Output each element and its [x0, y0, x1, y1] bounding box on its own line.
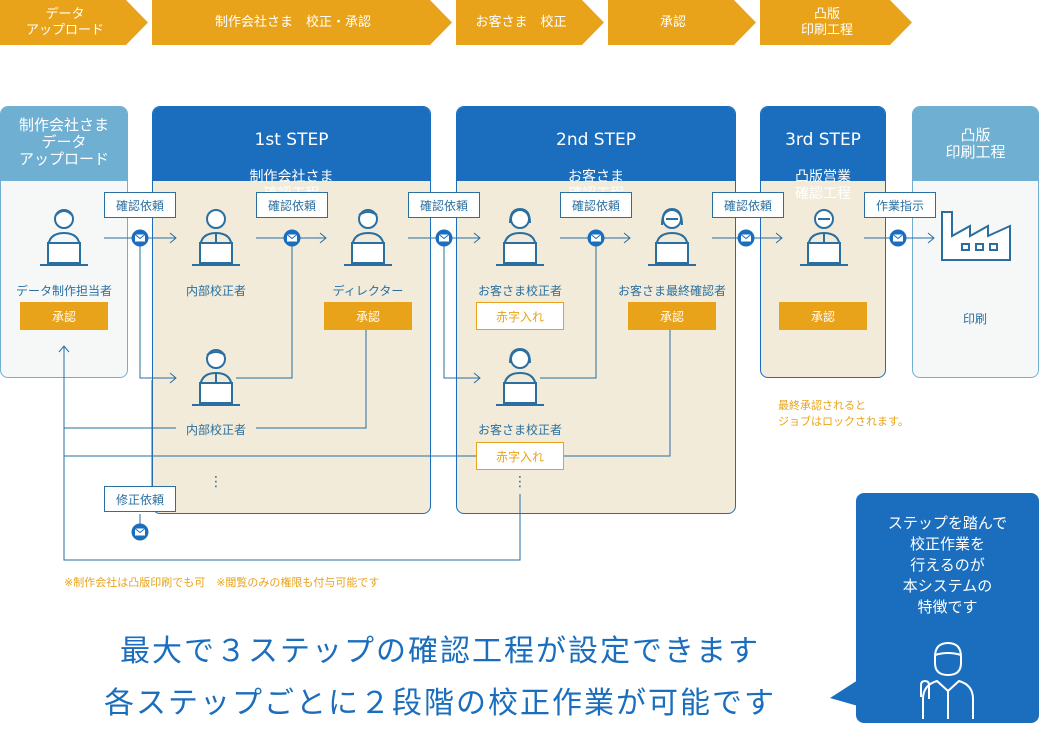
request-label-confirm: 確認依頼: [712, 192, 784, 218]
speech-bubble-text: ステップを踏んで 校正作業を 行えるのが 本システムの 特徴です: [887, 514, 1008, 616]
envelope-icon: [283, 229, 301, 247]
approve-button[interactable]: 承認: [324, 302, 412, 330]
redline-button[interactable]: 赤字入れ: [476, 442, 564, 470]
person-female-icon: [40, 209, 88, 266]
person-male-icon: [192, 349, 240, 406]
approve-button[interactable]: 承認: [779, 302, 867, 330]
envelope-icon: [587, 229, 605, 247]
flow-line-return-director: [256, 330, 367, 429]
lock-note: 最終承認されると ジョブはロックされます。: [778, 399, 909, 428]
flow-line-return-fix: [63, 428, 521, 561]
request-label-confirm: 確認依頼: [256, 192, 328, 218]
person-female-icon: [496, 207, 544, 266]
redline-button[interactable]: 赤字入れ: [476, 302, 564, 330]
envelope-icon: [435, 229, 453, 247]
role-label-data-owner: データ制作担当者: [15, 284, 113, 298]
person-male-icon: [192, 209, 240, 266]
role-label-internal-proof-2: 内部校正者: [181, 421, 251, 438]
arrowhead: [319, 232, 327, 244]
flow-line-branch-proof2: [139, 238, 176, 379]
role-label-director: ディレクター: [332, 284, 404, 298]
arrowhead: [473, 232, 481, 244]
flow-line-return-proof2: [63, 346, 176, 429]
request-label-confirm: 確認依頼: [408, 192, 480, 218]
panel-step2-title: 2nd STEP: [556, 130, 636, 150]
arrowhead: [169, 372, 177, 384]
arrowhead: [169, 232, 177, 244]
arrowhead: [473, 372, 481, 384]
person-female-glasses-icon: [648, 207, 696, 266]
factory-icon: [941, 211, 1011, 261]
panel-print-title: 凸版 印刷工程: [913, 107, 1038, 181]
headline-line2: 各ステップごとに２段階の校正作業が可能です: [104, 686, 776, 721]
flow-line-cproof2-to-final: [540, 238, 597, 379]
panel-step3-subtitle: 凸版営業 確認工程: [795, 169, 851, 202]
chevron-step-upload: データ アップロード: [0, 0, 148, 45]
chevron-step-print: 凸版 印刷工程: [760, 0, 912, 45]
arrowhead: [623, 232, 631, 244]
envelope-icon: [131, 229, 149, 247]
panel-upload-title: 制作会社さま データ アップロード: [1, 107, 127, 181]
arrowhead: [58, 345, 70, 353]
arrowhead: [775, 232, 783, 244]
panel-step3-header: 3rd STEP 凸版営業 確認工程: [761, 107, 885, 202]
flow-line-branch-cproof2: [443, 238, 480, 379]
flow-line-proof2-to-director: [236, 238, 293, 379]
request-label-work-order: 作業指示: [864, 192, 936, 218]
flow-line-return-final: [560, 330, 671, 457]
speech-bubble: ステップを踏んで 校正作業を 行えるのが 本システムの 特徴です: [856, 493, 1039, 723]
request-label-confirm: 確認依頼: [560, 192, 632, 218]
role-label-internal-proof-1: 内部校正者: [185, 284, 247, 298]
role-label-print: 印刷: [962, 312, 988, 326]
chevron-step-approve: 承認: [608, 0, 756, 45]
request-label-confirm: 確認依頼: [104, 192, 176, 218]
envelope-icon: [131, 523, 149, 541]
more-dots: ⋮: [513, 474, 527, 490]
chevron-step-customer: お客さま 校正: [456, 0, 604, 45]
chevron-step-production: 制作会社さま 校正・承認: [152, 0, 452, 45]
person-male-glasses-icon: [800, 209, 848, 266]
panel-step1-title: 1st STEP: [254, 130, 329, 150]
person-male-icon: [344, 209, 392, 266]
envelope-icon: [737, 229, 755, 247]
more-dots: ⋮: [209, 474, 223, 490]
panel-step3-title: 3rd STEP: [785, 130, 861, 150]
envelope-icon: [889, 229, 907, 247]
role-label-customer-proof-2: お客さま校正者: [477, 423, 563, 437]
role-label-customer-proof-1: お客さま校正者: [477, 284, 563, 298]
person-female-icon: [496, 347, 544, 406]
footnote: ※制作会社は凸版印刷でも可 ※閲覧のみの権限も付与可能です: [64, 576, 380, 589]
approve-button[interactable]: 承認: [20, 302, 108, 330]
headline-line1: 最大で３ステップの確認工程が設定できます: [120, 634, 760, 669]
speech-bubble-tail: [830, 680, 858, 706]
arrowhead: [927, 232, 935, 244]
approve-button[interactable]: 承認: [628, 302, 716, 330]
role-label-customer-final: お客さま最終確認者: [617, 284, 727, 298]
panel-upload: 制作会社さま データ アップロード: [0, 106, 128, 378]
presenter-icon: [920, 641, 974, 719]
request-label-fix: 修正依頼: [104, 486, 176, 512]
